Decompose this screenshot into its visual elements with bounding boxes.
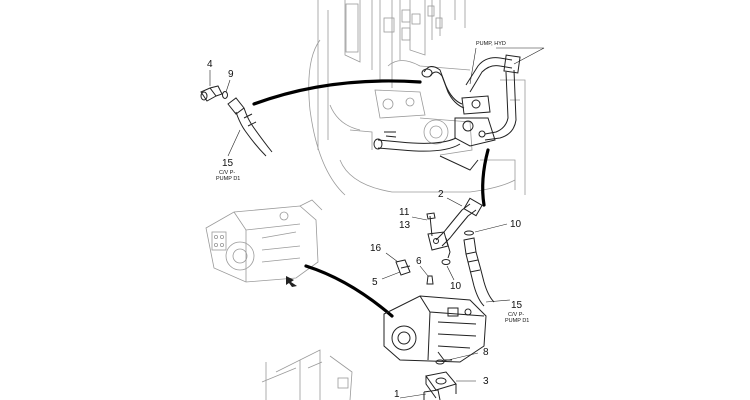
flange-3 xyxy=(425,371,457,399)
callout-1: 1 xyxy=(394,389,400,400)
callout-16: 16 xyxy=(370,243,382,254)
leader-lines xyxy=(209,47,545,399)
hose-15-right xyxy=(463,237,495,307)
o-ring-8 xyxy=(435,359,445,365)
plug-6 xyxy=(426,275,434,285)
o-ring-10-upper xyxy=(464,230,474,236)
fitting-4 xyxy=(200,85,223,102)
machine-frame-ghost xyxy=(308,0,526,196)
hose-15-left xyxy=(227,97,273,157)
callout-11: 11 xyxy=(399,207,410,218)
note-pump-hyd: PUMP, HYD xyxy=(476,41,506,47)
lower-frame-ghost xyxy=(261,349,353,400)
callout-4: 4 xyxy=(207,59,213,70)
callout-9: 9 xyxy=(228,69,234,80)
bolt-11-13 xyxy=(426,212,436,237)
callout-6: 6 xyxy=(416,256,422,267)
hose-route-arc-top xyxy=(252,79,422,106)
fitting-16 xyxy=(395,259,411,276)
note-cv-pump-right-line2: PUMP D1 xyxy=(505,318,529,324)
o-ring-10-lower xyxy=(441,259,451,265)
elbow-2 xyxy=(427,197,483,259)
control-valve-block xyxy=(383,295,487,363)
callout-2: 2 xyxy=(438,189,444,200)
callout-5: 5 xyxy=(372,277,378,288)
callout-3: 3 xyxy=(483,376,489,387)
hydraulic-pump-ghost xyxy=(205,199,323,283)
callout-10-upper: 10 xyxy=(510,219,522,230)
note-cv-pump-right-line1: C/V P- xyxy=(508,312,524,318)
note-cv-pump-left-line1: C/V P- xyxy=(219,170,235,176)
o-ring-9 xyxy=(222,91,228,99)
callout-15-right: 15 xyxy=(511,300,523,311)
direction-arrow-icon xyxy=(286,276,297,287)
callout-13: 13 xyxy=(399,220,411,231)
bracket-1 xyxy=(423,389,441,400)
callout-8: 8 xyxy=(483,347,489,358)
hose-route-drop xyxy=(481,148,490,207)
hose-route-arc-bottom xyxy=(304,264,394,318)
upper-pump-assembly xyxy=(373,54,521,171)
note-cv-pump-left-line2: PUMP D1 xyxy=(216,176,240,182)
callout-15-left: 15 xyxy=(222,158,234,169)
callout-10-lower: 10 xyxy=(450,281,462,292)
